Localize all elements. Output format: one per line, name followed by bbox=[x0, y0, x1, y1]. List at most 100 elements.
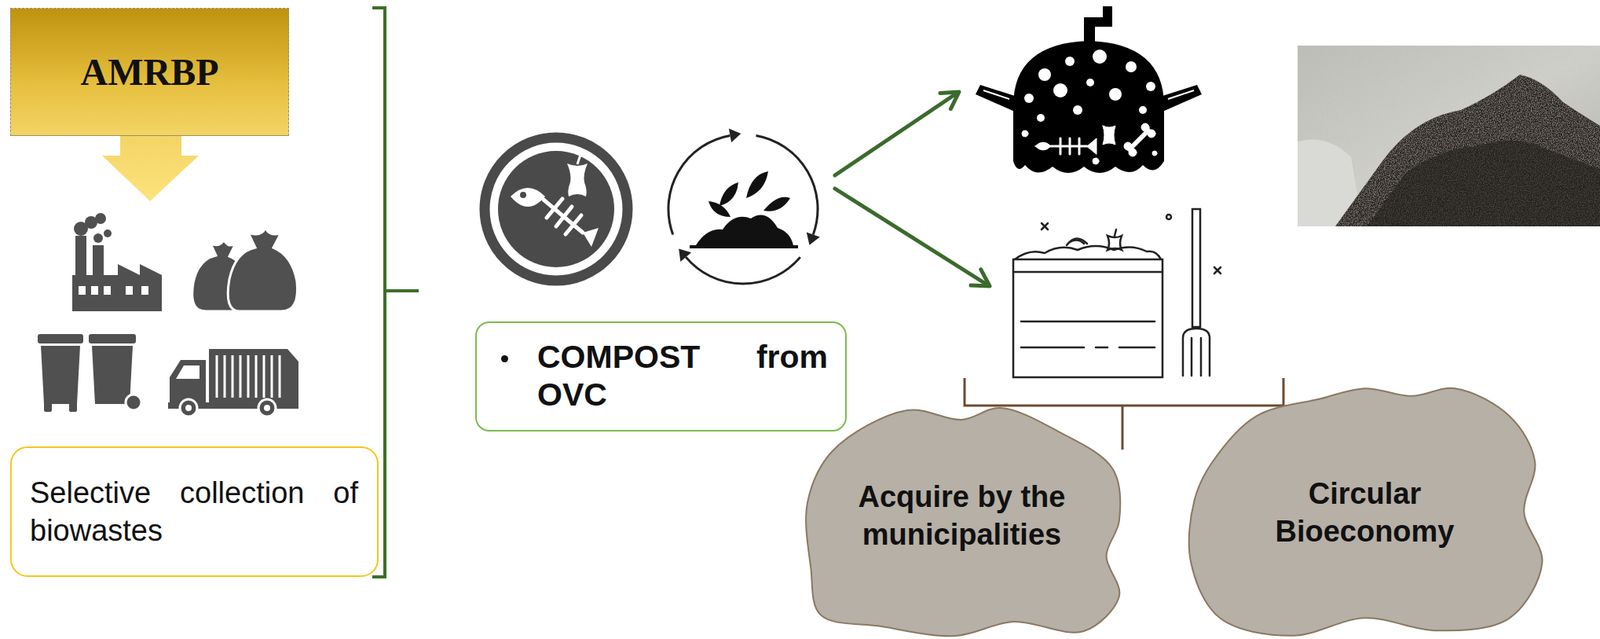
waste-bins-icon bbox=[40, 345, 81, 404]
digester-icon bbox=[1013, 40, 1165, 107]
compost-photo bbox=[1297, 45, 1600, 227]
compost-cycle-icon bbox=[728, 128, 741, 143]
node-label: AMRBP bbox=[80, 50, 220, 94]
digester-icon bbox=[1036, 113, 1045, 122]
factory-icon bbox=[75, 235, 87, 277]
garbage-truck-icon bbox=[168, 348, 299, 417]
heading-box: AMRBP bbox=[10, 7, 290, 136]
outcome-bracket bbox=[1121, 405, 1125, 450]
digester-icon bbox=[1138, 106, 1147, 114]
digester-icon bbox=[1086, 78, 1095, 87]
garbage-truck-icon bbox=[239, 355, 242, 398]
organic-waste-icon bbox=[484, 137, 628, 281]
node-label: Acquire by the municipalities bbox=[844, 477, 1081, 554]
compost-cycle-icon bbox=[668, 135, 818, 284]
digester-icon bbox=[1038, 68, 1051, 81]
compost-bin-icon bbox=[1095, 346, 1108, 349]
rock-callout: Circular Bioeconomy bbox=[1183, 385, 1546, 638]
compost-bin-icon bbox=[1066, 237, 1088, 246]
compost-cycle-icon bbox=[763, 197, 791, 212]
digester-icon bbox=[1092, 49, 1107, 64]
digester-icon bbox=[1069, 138, 1072, 154]
digester-icon bbox=[1035, 142, 1051, 151]
garbage-truck-icon bbox=[287, 348, 299, 409]
digester-icon bbox=[1102, 125, 1116, 145]
factory-icon bbox=[78, 285, 86, 295]
flow-arrow bbox=[834, 91, 990, 286]
digester-icon bbox=[975, 6, 1202, 173]
organic-waste-icon bbox=[543, 198, 583, 235]
compost-cycle-icon bbox=[678, 128, 821, 262]
digester-icon bbox=[1129, 130, 1149, 150]
organic-waste-icon bbox=[484, 137, 628, 281]
compost-bin-icon bbox=[1013, 270, 1163, 274]
organic-waste-icon bbox=[567, 163, 588, 197]
garbage-truck-icon bbox=[175, 365, 200, 379]
digester-icon bbox=[1021, 130, 1029, 137]
waste-bins-icon bbox=[91, 345, 133, 404]
compost-bin-icon bbox=[1200, 337, 1203, 376]
compost-cycle-icon bbox=[708, 171, 791, 217]
compost-bin-icon bbox=[1119, 346, 1155, 349]
compost-cycle-icon bbox=[678, 248, 692, 262]
digester-icon bbox=[1024, 49, 1156, 122]
flow-arrow bbox=[970, 269, 990, 286]
digester-icon bbox=[1059, 138, 1062, 154]
garbage-truck-icon bbox=[258, 399, 276, 417]
compost-bin-icon bbox=[1107, 235, 1122, 250]
organic-waste-icon bbox=[582, 227, 599, 247]
compost-bin-icon bbox=[1013, 259, 1163, 378]
compost-photo bbox=[1297, 45, 1600, 227]
flow-arrow bbox=[834, 92, 958, 176]
digester-icon bbox=[1125, 61, 1137, 73]
garbage-truck-icon bbox=[216, 355, 280, 398]
compost-cycle-icon bbox=[746, 171, 769, 198]
factory-icon bbox=[78, 285, 149, 295]
organic-waste-icon bbox=[556, 206, 572, 227]
compost-photo bbox=[1297, 45, 1600, 227]
digester-icon bbox=[1024, 93, 1034, 103]
factory-icon bbox=[92, 245, 104, 277]
compost-bin-icon bbox=[1192, 208, 1201, 327]
compost-cycle-icon bbox=[668, 128, 821, 285]
compost-cycle-icon bbox=[695, 215, 794, 246]
compost-bin-icon bbox=[1013, 208, 1221, 378]
process-box: Selective collection of biowastes bbox=[10, 446, 379, 577]
garbage-truck-icon bbox=[231, 355, 235, 398]
compost-bin-icon bbox=[1014, 245, 1161, 260]
flow-arrow bbox=[834, 188, 989, 286]
digester-icon bbox=[1152, 150, 1157, 156]
organic-waste-icon bbox=[565, 215, 582, 235]
bullet-dot bbox=[501, 355, 509, 363]
compost-photo bbox=[1366, 140, 1600, 227]
compost-bin-icon bbox=[1041, 223, 1048, 230]
waste-bins-icon bbox=[37, 333, 84, 344]
compost-bin-icon bbox=[1021, 346, 1084, 349]
waste-bins-icon bbox=[43, 402, 52, 412]
factory-icon bbox=[72, 212, 162, 312]
digester-icon bbox=[1087, 138, 1097, 154]
compost-bin-icon bbox=[1182, 328, 1210, 376]
digester-icon bbox=[1162, 84, 1202, 112]
compost-cycle-icon bbox=[685, 256, 801, 284]
digester-icon bbox=[1167, 90, 1194, 99]
organic-waste-icon bbox=[543, 199, 583, 233]
rock-shape bbox=[805, 407, 1121, 636]
organic-waste-icon bbox=[510, 187, 546, 207]
factory-icon bbox=[141, 285, 149, 295]
garbage-truck-icon bbox=[179, 399, 198, 417]
compost-bin-icon bbox=[1114, 229, 1117, 236]
waste-bins-icon bbox=[125, 394, 142, 411]
down-arrow bbox=[102, 135, 199, 202]
outcome-bracket bbox=[964, 377, 1284, 406]
flow-arrow bbox=[940, 91, 960, 110]
node-label: Circular Bioeconomy bbox=[1263, 474, 1468, 551]
compost-bin-icon bbox=[1190, 337, 1194, 376]
compost-bin-icon bbox=[1021, 320, 1155, 323]
rock-shape bbox=[1189, 388, 1543, 636]
digester-icon bbox=[1072, 105, 1083, 115]
node-label: Selective collection of biowastes bbox=[29, 473, 359, 550]
group-bracket bbox=[372, 7, 419, 577]
compost-cycle-icon bbox=[719, 182, 739, 206]
organic-waste-icon bbox=[497, 150, 615, 268]
